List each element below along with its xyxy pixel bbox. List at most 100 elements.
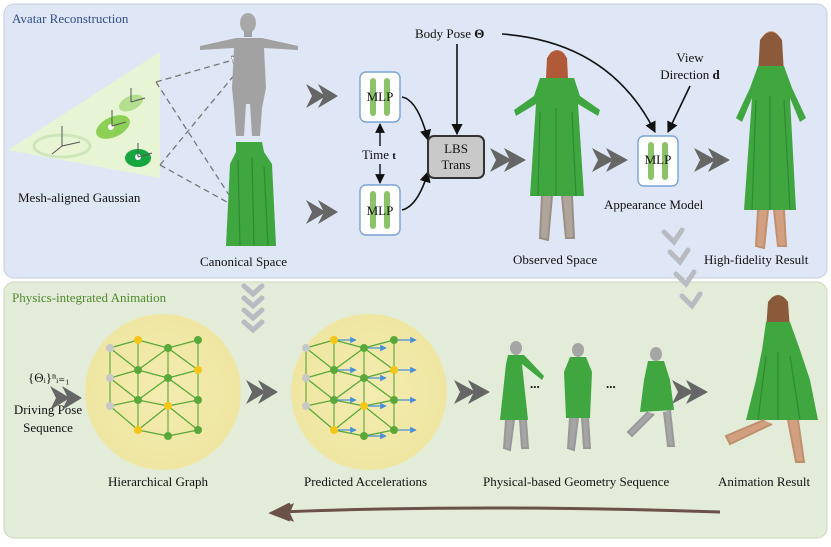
graph-node-icon xyxy=(330,396,338,404)
predicted-accelerations-graph xyxy=(302,336,417,440)
gaussian-ellipse-icon xyxy=(32,88,153,167)
observed-space-label: Observed Space xyxy=(513,252,597,267)
graph-edge xyxy=(333,399,365,407)
graph-node-icon xyxy=(360,374,368,382)
ellipsis-1: ... xyxy=(530,376,540,391)
ellipsis-2: ... xyxy=(606,376,616,391)
driving-pose-label-1: Driving Pose xyxy=(14,402,82,417)
graph-edge xyxy=(167,429,199,437)
graph-node-icon xyxy=(134,336,142,344)
graph-edge xyxy=(167,347,199,371)
avatar-reconstruction-title: Avatar Reconstruction xyxy=(12,11,129,26)
avatar-figure-icon xyxy=(564,343,592,452)
graph-edge xyxy=(109,369,139,379)
graph-edge xyxy=(137,429,169,437)
avatar-reconstruction-panel xyxy=(3,3,828,279)
graph-edge xyxy=(333,405,365,431)
graph-edge xyxy=(167,339,199,349)
graph-edge xyxy=(333,429,365,437)
graph-node-icon xyxy=(390,336,398,344)
graph-edge xyxy=(305,339,335,349)
animation-result-label: Animation Result xyxy=(718,474,810,489)
mlp-top-label: MLP xyxy=(367,89,394,104)
graph-edge xyxy=(167,369,199,379)
graph-node-icon xyxy=(330,366,338,374)
graph-edge xyxy=(305,369,335,379)
graph-edge xyxy=(137,405,169,431)
graph-node-icon xyxy=(106,402,114,410)
avatar-figure-icon xyxy=(500,341,544,452)
graph-node-icon xyxy=(164,432,172,440)
graph-edge xyxy=(305,377,335,401)
chevron-down-icon xyxy=(661,227,703,310)
mesh-aligned-gaussian-label: Mesh-aligned Gaussian xyxy=(18,190,141,205)
graph-edge xyxy=(363,339,395,349)
graph-node-icon xyxy=(360,432,368,440)
time-label: Time t xyxy=(362,147,396,162)
high-fidelity-label: High-fidelity Result xyxy=(704,252,809,267)
graph-edge xyxy=(167,399,199,407)
graph-node-icon xyxy=(164,344,172,352)
graph-node-icon xyxy=(390,426,398,434)
graph-node-icon xyxy=(390,366,398,374)
pose-sequence-formula: {Θᵢ}ⁿᵢ₌₁ xyxy=(28,370,70,385)
graph-edge xyxy=(109,405,139,431)
graph-edge xyxy=(305,347,335,371)
graph-node-icon xyxy=(194,426,202,434)
graph-node-icon xyxy=(134,426,142,434)
graph-edge xyxy=(363,405,395,431)
mannequin-icon xyxy=(200,13,298,136)
lbs-label: LBS xyxy=(444,141,468,156)
graph-node-icon xyxy=(194,336,202,344)
view-direction-label-2: Direction d xyxy=(660,67,720,82)
graph-edge xyxy=(137,339,169,349)
view-direction-label-1: View xyxy=(676,50,704,65)
graph-edge xyxy=(167,377,199,401)
hierarchical-graph-bg xyxy=(85,314,241,470)
hierarchical-graph xyxy=(106,336,202,440)
mlp-appearance-label: MLP xyxy=(645,152,672,167)
avatar-figure-icon xyxy=(736,31,806,250)
lbs-trans-block: LBS Trans xyxy=(427,135,485,179)
graph-node-icon xyxy=(302,402,310,410)
graph-edge xyxy=(109,339,139,349)
graph-edge xyxy=(109,377,139,401)
graph-node-icon xyxy=(302,344,310,352)
graph-node-icon xyxy=(194,366,202,374)
graph-node-icon xyxy=(330,426,338,434)
graph-edge xyxy=(363,347,395,371)
graph-edge xyxy=(137,399,169,407)
flow-arrows-bottom xyxy=(50,380,708,410)
mlp-bottom-block: MLP xyxy=(359,184,401,236)
appearance-model-label: Appearance Model xyxy=(604,197,704,212)
driving-pose-label-2: Sequence xyxy=(23,420,73,435)
graph-edge xyxy=(363,429,395,437)
graph-edge xyxy=(137,377,169,401)
graph-edge xyxy=(333,369,365,379)
canonical-space-label: Canonical Space xyxy=(200,254,287,269)
graph-edge xyxy=(305,399,335,407)
graph-edge xyxy=(333,347,365,371)
feedback-arrowhead xyxy=(274,503,294,522)
avatar-figure-icon xyxy=(724,295,818,463)
predicted-accelerations-bg xyxy=(291,314,447,470)
graph-edge xyxy=(333,339,365,349)
graph-edge xyxy=(109,347,139,371)
dress-icon xyxy=(226,142,276,247)
graph-node-icon xyxy=(302,374,310,382)
graph-node-icon xyxy=(390,396,398,404)
graph-edge xyxy=(333,377,365,401)
mlp-top-block: MLP xyxy=(359,71,401,123)
body-pose-label: Body Pose Θ xyxy=(415,26,484,41)
graph-edge xyxy=(167,405,199,431)
graph-node-icon xyxy=(134,396,142,404)
graph-node-icon xyxy=(106,344,114,352)
graph-node-icon xyxy=(164,402,172,410)
mlp-bottom-label: MLP xyxy=(367,203,394,218)
graph-edge xyxy=(137,347,169,371)
graph-node-icon xyxy=(360,402,368,410)
geometry-sequence-label: Physical-based Geometry Sequence xyxy=(483,474,670,489)
graph-node-icon xyxy=(194,396,202,404)
